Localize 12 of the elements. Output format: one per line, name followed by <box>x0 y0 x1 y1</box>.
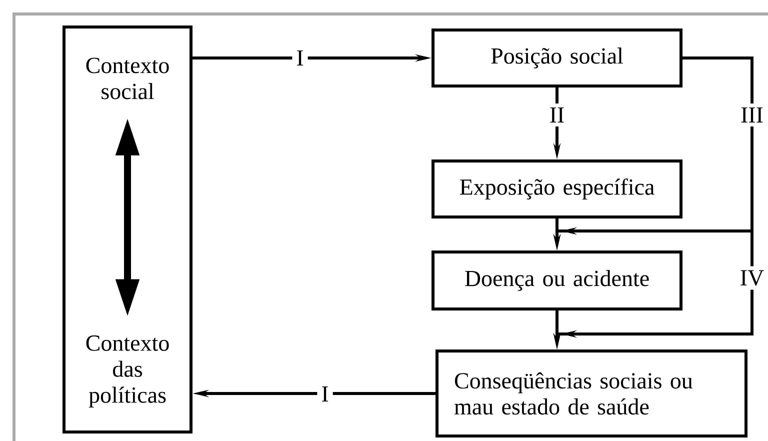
context-label: Contexto social <box>86 58 169 100</box>
edge-label: IV <box>736 266 768 290</box>
edge-label: II <box>545 103 569 127</box>
edge-label: III <box>736 103 768 127</box>
process-box: Conseqüências sociais ou mau estado de saúde <box>436 350 748 438</box>
process-box: Posição social <box>432 28 682 88</box>
edge-label: I <box>292 46 308 70</box>
process-box: Doença ou acidente <box>432 250 682 310</box>
edge-label: I <box>317 382 333 406</box>
context-box <box>62 26 192 434</box>
context-label: Contexto das políticas <box>86 335 169 408</box>
process-box: Exposição específica <box>432 160 682 218</box>
